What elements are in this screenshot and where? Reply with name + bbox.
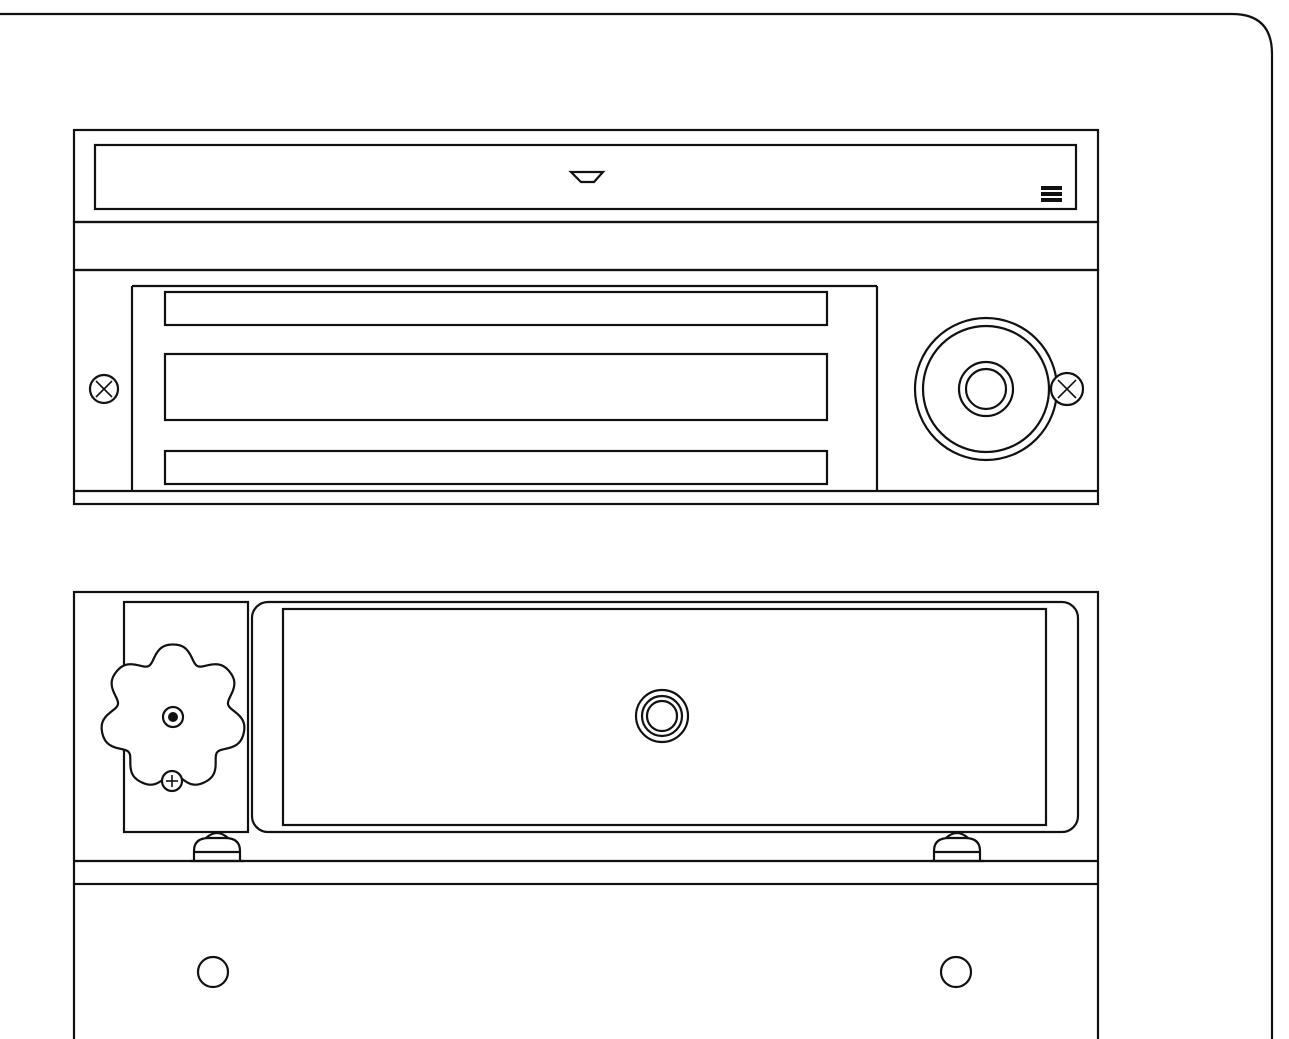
optical-drive-tray — [93, 143, 1078, 211]
tray-button — [634, 688, 690, 744]
screw-right-icon — [1049, 371, 1085, 407]
optical-drive — [72, 128, 1100, 224]
hole-left — [196, 955, 230, 989]
foot-left — [190, 831, 244, 863]
eject-triangle-icon — [568, 170, 606, 184]
card-reader-bay — [72, 268, 1100, 506]
hole-right — [939, 955, 973, 989]
stacked-bars-icon — [1041, 186, 1062, 202]
card-slot-bottom — [163, 449, 829, 486]
knob-screw-icon — [160, 769, 184, 793]
lower-panel-sides — [72, 884, 1100, 1039]
card-slot-middle — [163, 352, 829, 422]
lower-panel — [72, 884, 1100, 1039]
removable-bay-frame — [72, 590, 1100, 886]
case-frame — [0, 12, 1274, 1039]
circular-dial — [913, 316, 1059, 462]
lobed-knob — [100, 643, 246, 793]
removable-bay — [72, 590, 1100, 886]
blank-bay-strip — [72, 220, 1100, 272]
screw-left-icon — [88, 373, 120, 405]
card-slot-top — [163, 290, 829, 327]
tray-front-panel — [281, 607, 1048, 827]
tray-front-outer — [250, 600, 1080, 834]
card-reader-frame — [72, 268, 1100, 506]
foot-right — [930, 831, 984, 863]
